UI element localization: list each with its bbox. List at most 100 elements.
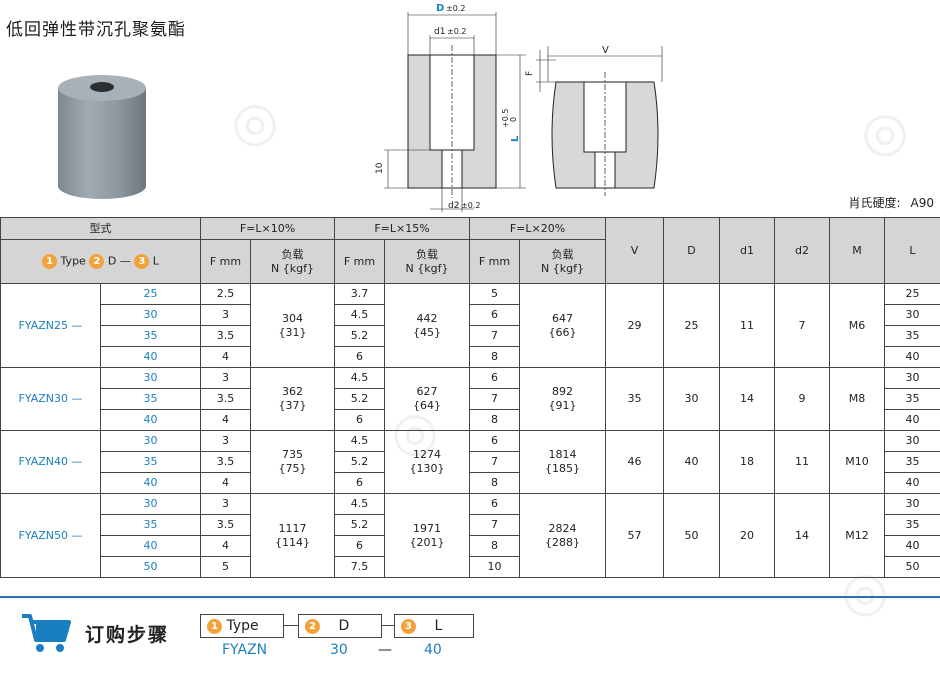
dim-d2-tol: ±0.2 xyxy=(461,201,480,210)
dim-d2-label: d2 xyxy=(448,201,459,211)
D-cell: 30 xyxy=(663,367,720,431)
f20-cell: 7 xyxy=(469,451,520,473)
dim-D-label: D xyxy=(436,3,444,14)
dim-V-label: V xyxy=(602,45,609,56)
f15-cell: 5.2 xyxy=(334,325,385,347)
load15-cell: 1274{130} xyxy=(384,430,470,494)
L-cell: 50 xyxy=(884,556,940,578)
L-cell: 40 xyxy=(884,535,940,557)
load20-cell: 1814{185} xyxy=(519,430,606,494)
L-cell: 35 xyxy=(884,451,940,473)
model-cell: FYAZN30 — xyxy=(0,367,101,431)
model-cell: FYAZN50 — xyxy=(0,493,101,578)
order-example-l: 40 xyxy=(424,642,442,658)
f20-cell: 6 xyxy=(469,493,520,515)
order-box-l: 3 L xyxy=(394,614,474,638)
L-cell: 30 xyxy=(884,430,940,452)
f20-cell: 6 xyxy=(469,367,520,389)
f10-cell: 3 xyxy=(200,304,251,326)
f10-cell: 4 xyxy=(200,409,251,431)
load20-cell: 647{66} xyxy=(519,283,606,368)
order-connector xyxy=(284,625,298,626)
header-f15: F=L×15% xyxy=(334,217,470,240)
L-cell: 30 xyxy=(884,493,940,515)
dim-L-tol-top: +0.5 xyxy=(501,109,510,128)
dim-L-tol-bot: 0 xyxy=(509,117,518,122)
load15-cell: 442{45} xyxy=(384,283,470,368)
f20-cell: 7 xyxy=(469,514,520,536)
d2-cell: 9 xyxy=(774,367,830,431)
d1-cell: 11 xyxy=(719,283,775,368)
M-cell: M12 xyxy=(829,493,885,578)
L-cell: 25 xyxy=(884,283,940,305)
length-option: 40 xyxy=(100,409,201,431)
M-cell: M8 xyxy=(829,367,885,431)
header-fmm: F mm xyxy=(469,239,520,284)
d2-cell: 14 xyxy=(774,493,830,578)
hardness-note: 肖氏硬度:A90 xyxy=(838,194,934,211)
length-option: 30 xyxy=(100,304,201,326)
header-f10: F=L×10% xyxy=(200,217,335,240)
header-D: D xyxy=(663,217,720,284)
d2-cell: 11 xyxy=(774,430,830,494)
header-M: M xyxy=(829,217,885,284)
load10-cell: 362{37} xyxy=(250,367,335,431)
f20-cell: 8 xyxy=(469,346,520,368)
L-cell: 40 xyxy=(884,472,940,494)
dim-D-tol: ±0.2 xyxy=(446,4,465,13)
page-title: 低回弹性带沉孔聚氨酯 xyxy=(6,20,186,40)
length-option: 30 xyxy=(100,493,201,515)
load15-cell: 627{64} xyxy=(384,367,470,431)
d2-cell: 7 xyxy=(774,283,830,368)
f10-cell: 2.5 xyxy=(200,283,251,305)
M-cell: M10 xyxy=(829,430,885,494)
hardness-label: 肖氏硬度: xyxy=(848,196,901,210)
f15-cell: 6 xyxy=(334,409,385,431)
f10-cell: 3.5 xyxy=(200,514,251,536)
order-connector xyxy=(382,625,394,626)
order-example-d: 30 xyxy=(330,642,348,658)
product-photo xyxy=(58,75,146,199)
length-option: 35 xyxy=(100,451,201,473)
d1-cell: 18 xyxy=(719,430,775,494)
M-cell: M6 xyxy=(829,283,885,368)
header-code: 1 Type 2 D — 3 L xyxy=(0,239,201,284)
D-cell: 50 xyxy=(663,493,720,578)
v-cell: 29 xyxy=(605,283,664,368)
L-cell: 40 xyxy=(884,409,940,431)
d1-cell: 14 xyxy=(719,367,775,431)
f15-cell: 4.5 xyxy=(334,367,385,389)
length-option: 30 xyxy=(100,430,201,452)
length-option: 35 xyxy=(100,388,201,410)
order-box-d: 2 D xyxy=(298,614,382,638)
L-cell: 30 xyxy=(884,367,940,389)
f15-cell: 5.2 xyxy=(334,388,385,410)
f10-cell: 3 xyxy=(200,367,251,389)
f10-cell: 4 xyxy=(200,535,251,557)
f10-cell: 3.5 xyxy=(200,451,251,473)
f15-cell: 5.2 xyxy=(334,451,385,473)
load10-cell: 1117{114} xyxy=(250,493,335,578)
f20-cell: 8 xyxy=(469,472,520,494)
dim-L-label: L xyxy=(510,135,521,142)
technical-drawing: D ±0.2 d1 ±0.2 d2 ±0.2 10 L +0.5 0 V F xyxy=(375,3,663,212)
L-cell: 30 xyxy=(884,304,940,326)
load10-cell: 735{75} xyxy=(250,430,335,494)
order-example-dash: — xyxy=(378,642,392,658)
f20-cell: 7 xyxy=(469,388,520,410)
header-v: V xyxy=(605,217,664,284)
order-box-type: 1 Type xyxy=(200,614,284,638)
f15-cell: 7.5 xyxy=(334,556,385,578)
f10-cell: 4 xyxy=(200,472,251,494)
f15-cell: 4.5 xyxy=(334,430,385,452)
header-f20: F=L×20% xyxy=(469,217,606,240)
f15-cell: 6 xyxy=(334,535,385,557)
